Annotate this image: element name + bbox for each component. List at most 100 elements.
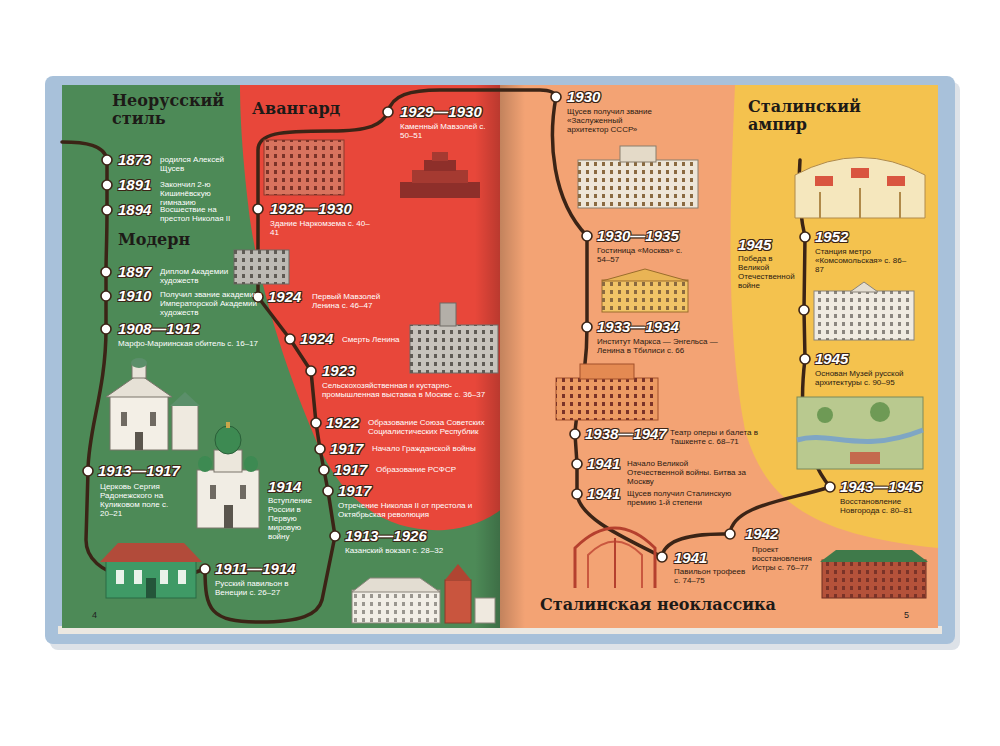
event-text: Восшествие на престол Николая II bbox=[160, 205, 238, 223]
kazan-station-illustration bbox=[475, 598, 495, 623]
page-number: 4 bbox=[92, 610, 97, 621]
event-text: Начало Великой Отечественной войны. Битв… bbox=[627, 459, 747, 486]
church-illustration bbox=[210, 485, 216, 499]
event-year: 1929—1930 bbox=[400, 103, 482, 120]
event-text: Вступление России в Первую мировую войну bbox=[268, 496, 320, 541]
marfo-convent-illustration bbox=[150, 412, 156, 426]
exhibition-illustration bbox=[440, 303, 456, 326]
event-year: 1930—1935 bbox=[597, 227, 679, 244]
event-text: родился Алексей Щусев bbox=[160, 155, 230, 173]
event-year: 1924 bbox=[300, 330, 333, 347]
theatre-illustration bbox=[580, 364, 634, 379]
church-illustration bbox=[224, 505, 233, 528]
event-text: Восстановление Новгорода с. 80–81 bbox=[840, 497, 932, 515]
metro-station-illustration bbox=[795, 158, 925, 219]
event-year: 1894 bbox=[118, 201, 151, 218]
metro-station-illustration bbox=[851, 168, 869, 178]
event-text: Щусев получил Сталинскую премию 1-й степ… bbox=[627, 489, 757, 507]
timeline-dot bbox=[800, 232, 810, 242]
region-fill bbox=[500, 85, 938, 628]
timeline-dot bbox=[311, 418, 321, 428]
marfo-convent-illustration bbox=[172, 405, 198, 450]
event-text: Здание Наркомзема с. 40–41 bbox=[270, 219, 370, 237]
book-cover bbox=[45, 76, 955, 644]
church-illustration bbox=[244, 456, 258, 472]
event-year: 1922 bbox=[326, 414, 359, 431]
event-year: 1943—1945 bbox=[840, 478, 922, 495]
region-fill bbox=[731, 85, 938, 548]
timeline-dot bbox=[83, 466, 93, 476]
event-year: 1917 bbox=[330, 440, 363, 457]
style-heading: Неорусский стиль bbox=[112, 92, 237, 127]
event-year: 1942 bbox=[745, 525, 778, 542]
exhibition-illustration bbox=[410, 325, 498, 373]
event-text: Смерть Ленина bbox=[342, 335, 402, 344]
event-year: 1913—1917 bbox=[98, 462, 180, 479]
timeline-dot bbox=[315, 444, 325, 454]
event-year: 1917 bbox=[338, 482, 371, 499]
metro-station-illustration bbox=[887, 176, 905, 186]
timeline-dot bbox=[200, 564, 210, 574]
istra-illustration bbox=[822, 560, 926, 598]
event-year: 1913—1926 bbox=[345, 527, 427, 544]
hotel-illustration bbox=[578, 160, 698, 208]
narkomzem-illustration bbox=[264, 140, 344, 195]
kazan-station-illustration bbox=[445, 580, 471, 623]
marfo-convent-illustration bbox=[110, 395, 168, 450]
first-mausoleum-illustration bbox=[234, 250, 289, 284]
novgorod-map-illustration bbox=[870, 402, 890, 422]
event-text: Диплом Академии художеств bbox=[160, 267, 250, 285]
event-text: Сельскохозяйственная и кустарно-промышле… bbox=[322, 381, 487, 399]
event-text: Гостиница «Москва» с. 54–57 bbox=[597, 246, 692, 264]
novgorod-map-illustration bbox=[817, 407, 833, 423]
event-text: Театр оперы и балета в Ташкенте с. 68–71 bbox=[670, 428, 780, 446]
event-text: Русский павильон в Венеции с. 26–27 bbox=[215, 579, 300, 597]
trophy-pavilion-illustration bbox=[614, 538, 616, 588]
timeline-dot bbox=[285, 334, 295, 344]
event-text: Первый Мавзолей Ленина с. 46–47 bbox=[312, 292, 392, 310]
church-illustration bbox=[215, 426, 241, 454]
event-year: 1911—1914 bbox=[215, 560, 296, 577]
style-heading: Сталинский ампир bbox=[748, 98, 878, 133]
mausoleum-illustration bbox=[412, 170, 468, 183]
event-text: Церковь Сергия Радонежского на Куликовом… bbox=[100, 482, 182, 518]
event-year: 1891 bbox=[118, 176, 151, 193]
hotel-illustration bbox=[578, 160, 698, 208]
novgorod-map-illustration bbox=[797, 397, 923, 469]
timeline-dot bbox=[799, 305, 809, 315]
event-text: Получил звание академика Императорской А… bbox=[160, 290, 285, 317]
theatre-illustration bbox=[556, 378, 658, 420]
theatre-illustration bbox=[556, 378, 658, 420]
museum-illustration bbox=[814, 291, 914, 340]
marfo-convent-illustration bbox=[135, 432, 143, 450]
timeline-dot bbox=[383, 107, 393, 117]
event-text: Марфо-Мариинская обитель с. 16–17 bbox=[118, 339, 278, 348]
event-text: Каменный Мавзолей с. 50–51 bbox=[400, 122, 500, 140]
event-year: 1952 bbox=[815, 228, 848, 245]
page-number: 5 bbox=[904, 610, 909, 621]
event-text: Закончил 2-ю Кишинёвскую гимназию bbox=[160, 180, 238, 207]
event-year: 1924 bbox=[268, 288, 301, 305]
venice-pavilion-illustration bbox=[106, 560, 196, 598]
church-illustration bbox=[226, 422, 230, 428]
institute-illustration bbox=[602, 280, 688, 312]
kazan-station-illustration bbox=[352, 590, 440, 623]
style-region: Сталинская неоклассика bbox=[500, 85, 938, 628]
event-year: 1873 bbox=[118, 151, 151, 168]
timeline-dot bbox=[657, 552, 667, 562]
event-year: 1941 bbox=[587, 485, 620, 502]
event-text: Начало Гражданской войны bbox=[372, 444, 492, 453]
region-fill bbox=[500, 85, 938, 628]
venice-pavilion-illustration bbox=[178, 570, 186, 584]
novgorod-map-illustration bbox=[797, 430, 923, 442]
venice-pavilion-illustration bbox=[116, 570, 124, 584]
istra-illustration bbox=[820, 550, 928, 562]
event-text: Образование РСФСР bbox=[376, 465, 486, 474]
timeline-dot bbox=[319, 465, 329, 475]
event-text: Казанский вокзал с. 28–32 bbox=[345, 546, 465, 555]
timeline-dot bbox=[582, 322, 592, 332]
event-year: 1945 bbox=[738, 236, 771, 253]
church-illustration bbox=[240, 485, 246, 499]
event-year: 1923 bbox=[322, 362, 355, 379]
